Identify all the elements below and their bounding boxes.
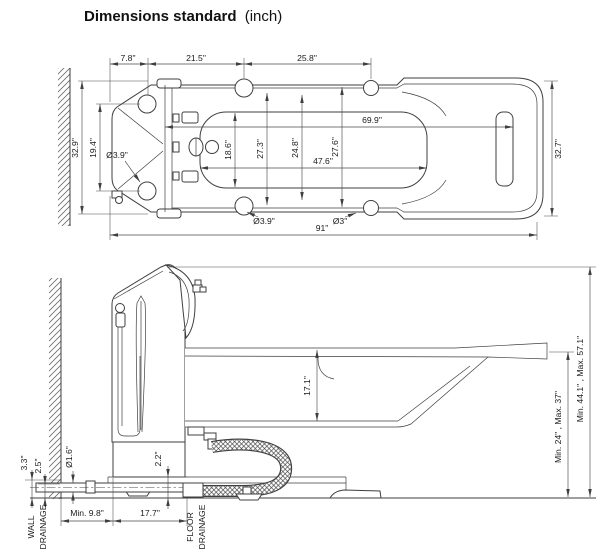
wall-hatch-top-view	[58, 68, 70, 226]
lift-base-box	[112, 441, 186, 478]
seat-bottom-cap	[156, 208, 182, 219]
faucet-assembly-top	[111, 111, 219, 204]
faucet-handle-hot	[181, 111, 199, 124]
seat-contour-line	[117, 150, 164, 190]
dim-base-frame-height: 2.2"	[153, 452, 163, 467]
dimension-lines-side-view	[30, 266, 592, 523]
dim-width-mid-3: 27.6"	[330, 137, 340, 157]
dim-basin-length: 47.6"	[313, 156, 333, 166]
extension-lines-side-view	[25, 266, 596, 526]
dim-foot-end-width: 32.7"	[553, 139, 563, 159]
seat-hole-top	[137, 94, 157, 114]
dim-width-mid-2: 24.8"	[290, 138, 300, 158]
rim-hole-rear-right	[363, 200, 379, 216]
shower-hose	[115, 295, 146, 437]
rim-hole-rear-left	[234, 196, 254, 216]
dim-inner-length: 69.9"	[362, 115, 382, 125]
dim-pipe-lower-height: 2.5"	[33, 459, 43, 474]
adjustable-foot	[242, 486, 252, 495]
dim-overall-width: 32.9"	[70, 138, 80, 158]
dim-floor-drain-distance: 17.7"	[140, 508, 160, 518]
title-suffix: (inch)	[244, 8, 283, 25]
extension-lines-top-view	[78, 58, 558, 240]
label-wall-drainage-2: DRAINAGE	[38, 504, 48, 549]
dim-overall-length: 91"	[316, 223, 329, 233]
shower-head	[115, 303, 125, 313]
faucet-handle-cold	[181, 170, 199, 183]
foot-plate	[329, 489, 382, 499]
label-wall-drainage-1: WALL	[26, 515, 36, 538]
dim-wall-clearance: Min. 9.8"	[70, 508, 104, 518]
label-floor-drainage-1: FLOOR	[185, 512, 195, 542]
dim-rim-hole-small-diameter: Ø3"	[333, 216, 348, 226]
drain-hose	[182, 426, 293, 501]
basin-side-view	[184, 342, 548, 428]
dim-offset: 7.8"	[121, 53, 136, 63]
seat-top-cap	[156, 78, 182, 89]
tub-side-view: 17.1" Min. 24" , Max. 37" Min. 44.1" , M…	[19, 264, 596, 549]
rim-hole-front-right	[363, 80, 379, 96]
page-title: Dimensions standard (inch)	[84, 8, 282, 25]
dim-width-mid-1: 27.3"	[255, 139, 265, 159]
basin-top-view	[199, 111, 428, 189]
seat-hole-bottom	[137, 181, 157, 201]
tub-top-view: 7.8" 21.5" 25.8" 32.9" 19.4" Ø3.9" 18.6"…	[58, 53, 563, 240]
shower-handle	[115, 312, 126, 328]
drain-control-knob	[205, 140, 219, 154]
shower-wand	[135, 295, 146, 433]
seat-contour-line	[117, 107, 164, 145]
label-floor-drainage-2: DRAINAGE	[197, 504, 207, 549]
dim-rim-height-range: Min. 24" , Max. 37"	[553, 391, 563, 463]
dim-hole-spacing-rear: 25.8"	[297, 53, 317, 63]
dim-hole-spacing-front: 21.5"	[186, 53, 206, 63]
dimension-lines-top-view	[80, 62, 554, 237]
dim-basin-depth: 17.1"	[302, 376, 312, 396]
floor-drain-elbow	[182, 482, 204, 498]
dim-pipe-upper-height: 3.3"	[19, 456, 29, 471]
dim-overall-height-range: Min. 44.1" , Max. 57.1"	[575, 336, 585, 422]
dim-seat-hole-spacing: 19.4"	[88, 138, 98, 158]
foot-end-step	[495, 111, 514, 187]
dim-rim-hole-diameter: Ø3.9"	[253, 216, 275, 226]
rim-hole-front-left	[234, 78, 254, 98]
title-main: Dimensions standard	[84, 8, 237, 25]
back-column	[111, 264, 207, 443]
wall-hatch-side-view	[49, 278, 61, 499]
drain-fitting	[187, 426, 205, 436]
dim-seat-hole-diameter: Ø3.9"	[106, 150, 128, 160]
pipe-coupling	[85, 480, 96, 494]
dim-drain-pipe-diameter: Ø1.6"	[64, 446, 74, 468]
dim-basin-width: 18.6"	[223, 140, 233, 160]
